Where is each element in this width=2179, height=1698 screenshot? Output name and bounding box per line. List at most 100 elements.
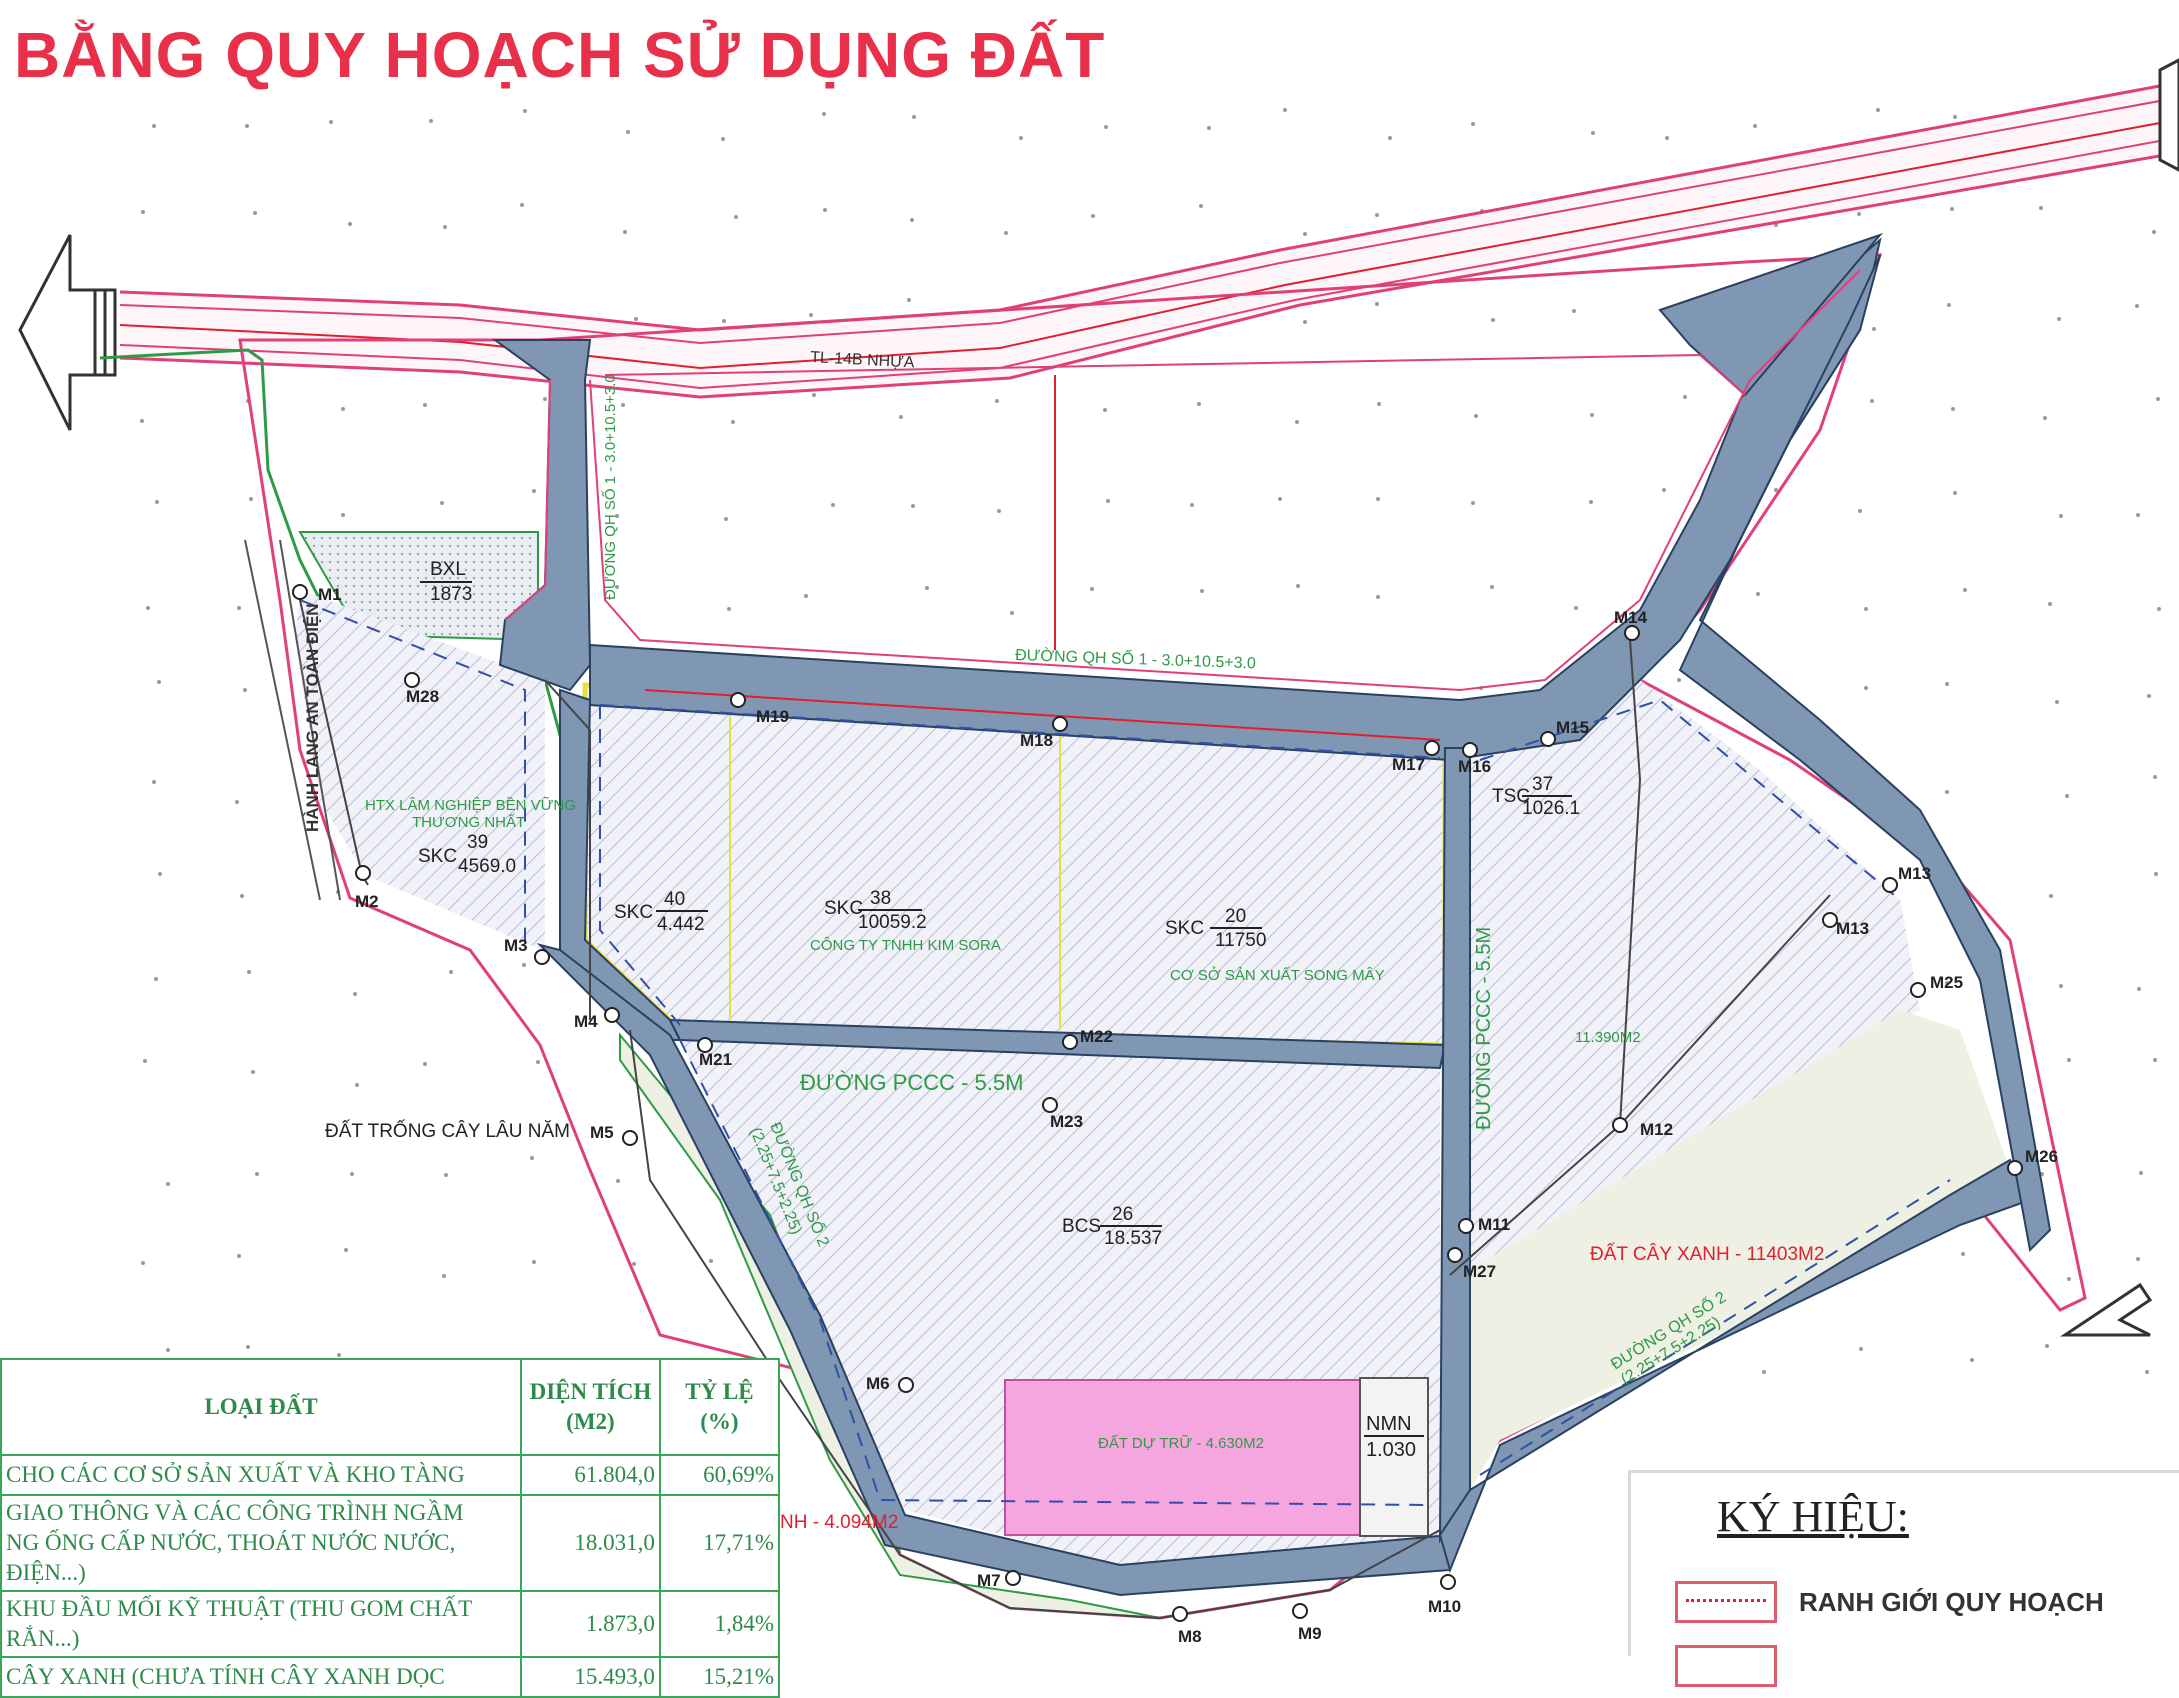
survey-dot <box>2135 304 2139 308</box>
survey-marker-label: M19 <box>756 707 789 726</box>
survey-dot <box>2136 513 2140 517</box>
survey-dot <box>2039 206 2043 210</box>
survey-dot <box>1857 212 1861 216</box>
arrow-down-icon <box>2060 1282 2153 1337</box>
empty-land-label: ĐẤT TRỐNG CÂY LÂU NĂM <box>325 1120 570 1142</box>
survey-dot <box>1004 231 1008 235</box>
survey-marker-point <box>622 1130 638 1146</box>
survey-dot <box>1870 399 1874 403</box>
survey-dot <box>2139 1171 2143 1175</box>
survey-dot <box>1947 303 1951 307</box>
kim-sora-label: CÔNG TY TNHH KIM SORA <box>810 937 1001 954</box>
survey-dot <box>1951 407 1955 411</box>
survey-dot <box>543 397 547 401</box>
survey-dot <box>157 680 161 684</box>
survey-dot <box>2137 987 2141 991</box>
parcel-label-skc38: SKC 38 10059.2 <box>824 888 927 933</box>
survey-marker-label: M13 <box>1898 864 1931 883</box>
survey-dot <box>532 1260 536 1264</box>
nmn-area <box>1359 1377 1429 1537</box>
survey-dot <box>2055 700 2059 704</box>
survey-dot <box>1756 592 1760 596</box>
survey-marker-label: M12 <box>1640 1120 1673 1139</box>
survey-dot <box>154 977 158 981</box>
survey-dot <box>444 1173 448 1177</box>
parcel-area: 18.537 <box>1104 1228 1162 1249</box>
survey-dot <box>532 489 536 493</box>
survey-dot <box>1662 488 1666 492</box>
land-type-cell: CÂY XANH (CHƯA TÍNH CÂY XANH DỌC <box>0 1656 522 1698</box>
survey-marker-point <box>1540 731 1556 747</box>
survey-dot <box>1864 607 1868 611</box>
survey-dot <box>2153 775 2157 779</box>
table-header-area: DIỆN TÍCH (M2) <box>520 1358 661 1456</box>
survey-dot <box>2045 1344 2049 1348</box>
survey-dot <box>341 513 345 517</box>
survey-dot <box>1207 126 1211 130</box>
land-type-line: KHU ĐẦU MỐI KỸ THUẬT (THU GOM CHẤT <box>6 1596 473 1621</box>
survey-dot <box>1953 491 1957 495</box>
survey-dot <box>1375 213 1379 217</box>
survey-dot <box>1106 499 1110 503</box>
survey-dot <box>2152 230 2156 234</box>
survey-marker-label: M14 <box>1614 608 1648 627</box>
survey-dot <box>1665 136 1669 140</box>
htx-name-line1: HTX LÂM NGHIỆP BỀN VỮNG <box>365 797 576 814</box>
survey-dot <box>536 1060 540 1064</box>
survey-dot <box>344 1248 348 1252</box>
survey-dot <box>341 407 345 411</box>
survey-marker-point <box>1458 1218 1474 1234</box>
parcel-label-skc20: SKC 20 11750 <box>1165 906 1266 951</box>
area-11390-label: 11.390M2 <box>1575 1029 1641 1046</box>
reserve-land-area <box>1004 1379 1361 1536</box>
survey-dot <box>1296 584 1300 588</box>
survey-dot <box>1278 497 1282 501</box>
survey-dot <box>1303 320 1307 324</box>
survey-dot <box>1762 1370 1766 1374</box>
survey-dot <box>1591 131 1595 135</box>
survey-dot <box>2043 416 2047 420</box>
survey-dot <box>243 688 247 692</box>
survey-dot <box>831 503 835 507</box>
survey-dot <box>1774 488 1778 492</box>
survey-dot <box>912 115 916 119</box>
survey-dot <box>724 517 728 521</box>
survey-dot <box>1388 136 1392 140</box>
survey-dot <box>1471 501 1475 505</box>
survey-dot <box>2067 1277 2071 1281</box>
survey-dot <box>1190 503 1194 507</box>
survey-dot <box>237 1254 241 1258</box>
survey-dot <box>166 1348 170 1352</box>
survey-dot <box>709 1259 713 1263</box>
survey-dot <box>1872 327 1876 331</box>
survey-dot <box>1589 500 1593 504</box>
survey-dot <box>734 215 738 219</box>
survey-dot <box>910 218 914 222</box>
parcel-prefix: TSC <box>1492 786 1530 807</box>
survey-marker-label: M15 <box>1556 718 1589 737</box>
ratio-cell: 15,21% <box>658 1656 781 1698</box>
survey-dot <box>1945 790 1949 794</box>
survey-dot <box>2059 514 2063 518</box>
site-plan-map: TL-14B NHỰA ĐƯỜNG QH SỐ 1 - 3.0+10.5+3.0… <box>18 58 2179 1646</box>
parcel-label-bcs26: BCS 26 18.537 <box>1062 1204 1162 1249</box>
legend-panel: KÝ HIỆU: RANH GIỚI QUY HOẠCH <box>1628 1470 2179 1687</box>
survey-marker-point <box>730 692 746 708</box>
parcel-area: 4.442 <box>657 914 705 935</box>
parcel-right-area <box>1460 680 1920 1270</box>
survey-dot <box>1953 115 1957 119</box>
survey-dot <box>1945 981 1949 985</box>
survey-dot <box>722 319 726 323</box>
survey-dot <box>721 137 725 141</box>
parcel-label-skc39: SKC 39 4569.0 <box>418 832 516 877</box>
survey-dot <box>143 1059 147 1063</box>
survey-dot <box>329 120 333 124</box>
parcel-label-skc40: SKC 40 4.442 <box>614 889 708 935</box>
parcel-label-bxl: BXL 1873 <box>420 559 472 605</box>
survey-marker-label: M2 <box>355 892 379 911</box>
ratio-cell: 17,71% <box>658 1494 781 1592</box>
survey-dot <box>440 501 444 505</box>
